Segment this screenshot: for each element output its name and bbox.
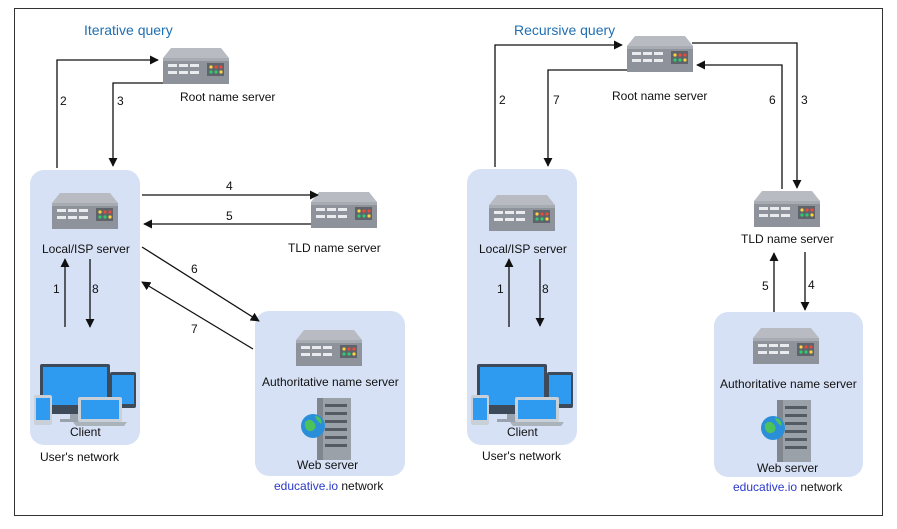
client-devices-icon [471,364,573,426]
step-5-label: 5 [226,209,233,223]
web-server-label: Web server [297,458,358,472]
users-network-label: User's network [40,450,120,464]
step-6-label: 6 [769,93,776,107]
root-server-icon [627,36,693,72]
iterative-query-section: Iterative query Root name server Local/I… [30,22,405,493]
arrow-step-2 [56,55,159,168]
arrow-step-2 [494,40,623,167]
diagram-frame [14,8,883,516]
tld-server-label: TLD name server [288,241,381,255]
educative-network-label: educative.io network [274,479,384,493]
web-server-label: Web server [757,461,818,475]
step-4-label: 4 [808,278,815,292]
step-3-label: 3 [801,93,808,107]
tld-server-icon [754,191,820,227]
authoritative-server-icon [296,330,362,366]
step-2-label: 2 [499,93,506,107]
root-server-icon [163,48,229,84]
step-7-label: 7 [191,322,198,336]
recursive-query-section: Recursive query Root name server Local/I… [467,22,863,494]
arrow-step-7 [141,281,254,350]
educative-network-box [255,311,405,476]
client-label: Client [507,425,538,439]
step-1-label: 1 [497,282,504,296]
step-2-label: 2 [60,94,67,108]
arrow-step-6 [696,60,783,189]
authoritative-server-label: Authoritative name server [720,377,857,391]
arrow-step-6 [141,246,260,322]
step-6-label: 6 [191,262,198,276]
root-server-label: Root name server [612,89,707,103]
client-label: Client [70,425,101,439]
educative-network-label: educative.io network [733,480,843,494]
root-server-label: Root name server [180,90,275,104]
arrow-step-3 [108,82,163,167]
client-devices-icon [34,364,136,426]
authoritative-server-icon [753,328,819,364]
step-8-label: 8 [92,282,99,296]
recursive-title: Recursive query [514,22,615,38]
local-server-icon [52,193,118,229]
step-7-label: 7 [553,93,560,107]
tld-server-icon [311,192,377,228]
step-3-label: 3 [117,94,124,108]
users-network-label: User's network [482,449,562,463]
local-server-icon [489,195,555,231]
iterative-title: Iterative query [84,22,173,38]
educative-network-box [714,312,863,477]
authoritative-server-label: Authoritative name server [262,375,399,389]
local-server-label: Local/ISP server [42,242,130,256]
arrow-step-3 [692,42,802,189]
step-5-label: 5 [762,279,769,293]
step-4-label: 4 [226,179,233,193]
arrow-step-7 [543,69,627,167]
step-8-label: 8 [542,282,549,296]
local-server-label: Local/ISP server [479,242,567,256]
step-1-label: 1 [53,282,60,296]
tld-server-label: TLD name server [741,232,834,246]
